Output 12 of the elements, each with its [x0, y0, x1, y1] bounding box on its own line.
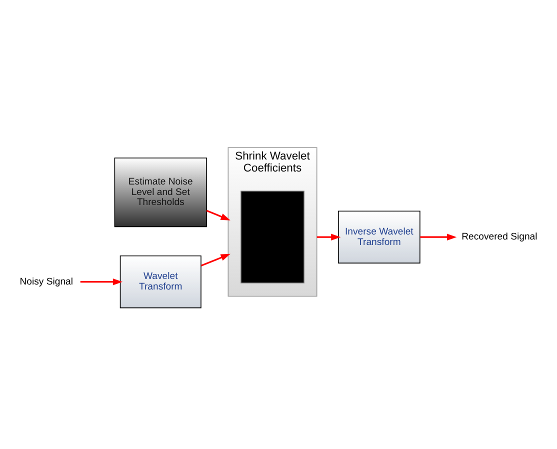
node-box: Estimate Noise Level and Set Thresholds — [114, 158, 207, 228]
arrow — [80, 278, 123, 286]
cluster: Shrink Wavelet Coefficients — [228, 147, 318, 297]
arrow — [420, 234, 457, 240]
node-box — [240, 190, 304, 284]
arrow — [200, 254, 230, 266]
arrow — [206, 210, 230, 220]
arrow — [316, 234, 341, 240]
node-text: Recovered Signal — [462, 232, 538, 243]
node-box: Wavelet Transform — [120, 255, 202, 308]
node-box: Inverse Wavelet Transform — [338, 210, 420, 264]
node-text: Noisy Signal — [20, 276, 73, 288]
